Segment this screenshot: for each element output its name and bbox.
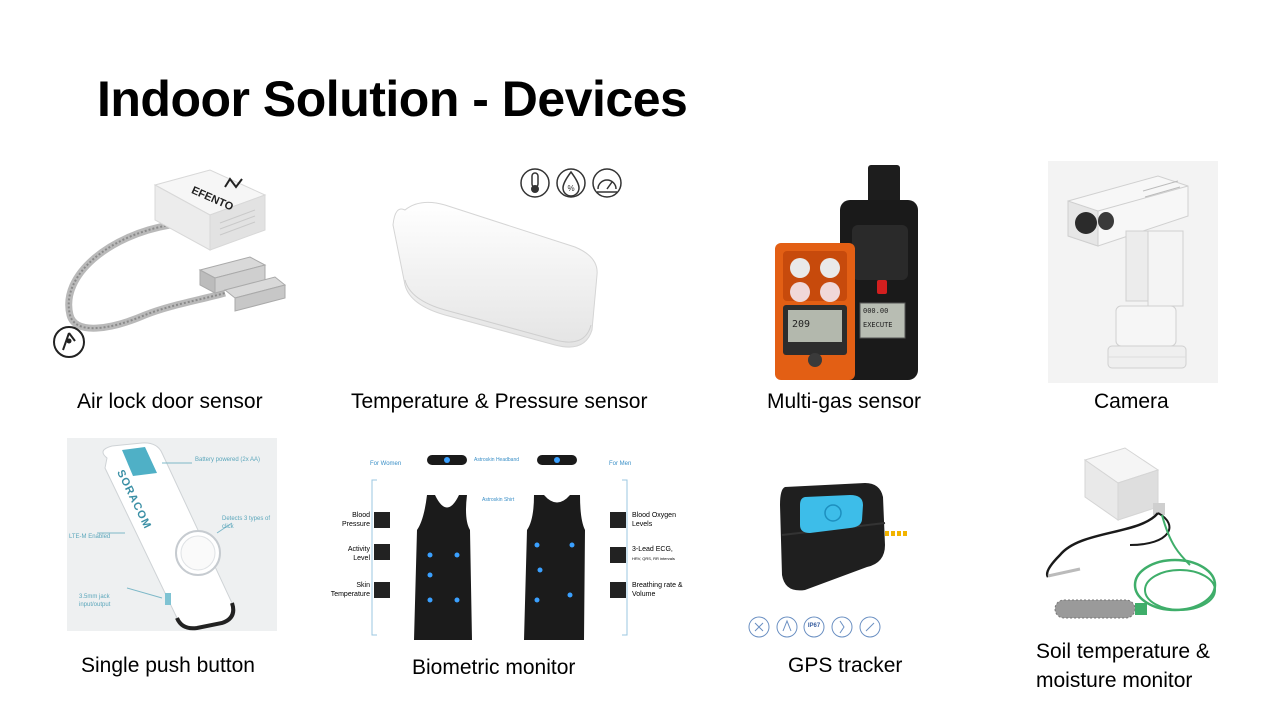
caption-biometric-monitor: Biometric monitor — [412, 656, 576, 679]
blood-pressure-label: Blood Pressure — [341, 512, 370, 528]
led-indicators — [885, 531, 907, 536]
multi-gas-sensor-image: 209 000.00 EXECUTE — [770, 165, 920, 380]
gas-reading-3: EXECUTE — [863, 321, 893, 329]
ip67-badge: IP67 — [807, 623, 821, 629]
camera-image — [1048, 161, 1218, 383]
caption-camera: Camera — [1094, 390, 1169, 413]
air-lock-door-sensor-image: EFENTO — [50, 165, 290, 365]
caption-multi-gas-sensor: Multi-gas sensor — [767, 390, 922, 413]
caption-gps-tracker: GPS tracker — [788, 654, 903, 677]
for-men-label: For Men — [609, 461, 632, 467]
jack-callout: 3.5mm jack input/output — [79, 594, 111, 608]
temperature-pressure-sensor-image: % — [385, 165, 630, 350]
blood-oxygen-label: Blood Oxygen Levels — [632, 512, 676, 528]
gas-reading-2: 000.00 — [863, 307, 889, 315]
lte-callout: LTE-M Enabled — [69, 534, 111, 540]
breathing-label: Breathing rate & Volume — [632, 582, 683, 598]
gps-tracker-image: IP67 — [745, 475, 907, 645]
ecg-sub-label: HRV, QRS, RR intervals — [632, 556, 675, 561]
single-push-button-image: SORACOM LTE-M Button Battery powered (2x… — [67, 438, 277, 631]
headband-label: Astroskin Headband — [474, 457, 520, 463]
caption-air-lock-door-sensor: Air lock door sensor — [77, 390, 263, 413]
caption-single-push-button: Single push button — [81, 654, 255, 677]
soil-monitor-image — [1040, 445, 1225, 630]
caption-temperature-pressure-sensor: Temperature & Pressure sensor — [351, 390, 648, 413]
svg-text:%: % — [567, 184, 574, 193]
activity-level-label: Activity Level — [347, 546, 370, 562]
slide-title: Indoor Solution - Devices — [97, 71, 688, 127]
skin-temperature-label: Skin Temperature — [330, 582, 370, 598]
for-women-label: For Women — [370, 461, 402, 467]
gas-reading-1: 209 — [792, 319, 811, 330]
ecg-label: 3-Lead ECG, — [632, 546, 673, 553]
battery-callout: Battery powered (2x AA) — [195, 457, 261, 463]
caption-soil-monitor: Soil temperature & moisture monitor — [1036, 640, 1210, 692]
shirt-label: Astroskin Shirt — [482, 497, 515, 503]
click-callout: Detects 3 types of click — [222, 516, 271, 530]
biometric-monitor-image: For Women For Men Astroskin Headband Ast… — [322, 450, 692, 650]
